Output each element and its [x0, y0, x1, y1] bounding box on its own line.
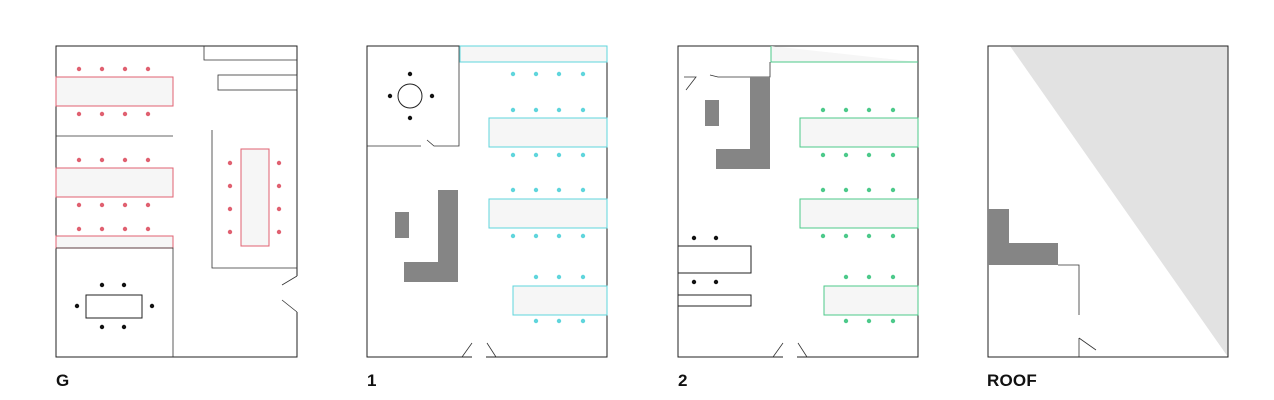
floor-plan-1	[366, 45, 608, 360]
chair-group	[76, 66, 282, 235]
floor-plan-g	[55, 45, 299, 358]
core-block	[404, 190, 458, 282]
desk-block	[677, 245, 752, 274]
chair-group	[691, 235, 719, 285]
floor-outline	[987, 45, 1229, 358]
desk-row	[799, 117, 919, 148]
desk-row	[512, 285, 608, 316]
desk-block	[677, 294, 752, 307]
round-table	[397, 83, 423, 109]
desk-row	[488, 198, 608, 229]
floor-label-g: G	[56, 371, 70, 390]
meeting-table	[240, 148, 270, 247]
desk-row	[488, 117, 608, 148]
core-block	[988, 209, 1058, 265]
chair-group	[510, 71, 586, 324]
desk-row	[55, 167, 174, 198]
core-block	[705, 100, 719, 126]
roof-slope	[1010, 46, 1228, 357]
conference-table	[85, 294, 143, 319]
floor-label-2: 2	[678, 371, 688, 390]
core-block	[395, 212, 409, 238]
service-strip	[459, 45, 608, 63]
floor-label-roof: ROOF	[987, 371, 1037, 390]
chair-group	[74, 282, 155, 330]
chair-group	[820, 107, 896, 324]
chair-group	[387, 71, 435, 121]
floor-plan-2	[677, 45, 919, 358]
core-block	[716, 77, 770, 169]
service-strip	[770, 46, 918, 63]
desk-row	[799, 198, 919, 229]
floor-outline	[55, 45, 298, 358]
desk-row	[55, 76, 174, 107]
floor-label-1: 1	[367, 371, 377, 390]
floor-plan-roof	[987, 45, 1229, 358]
desk-row	[823, 285, 919, 316]
